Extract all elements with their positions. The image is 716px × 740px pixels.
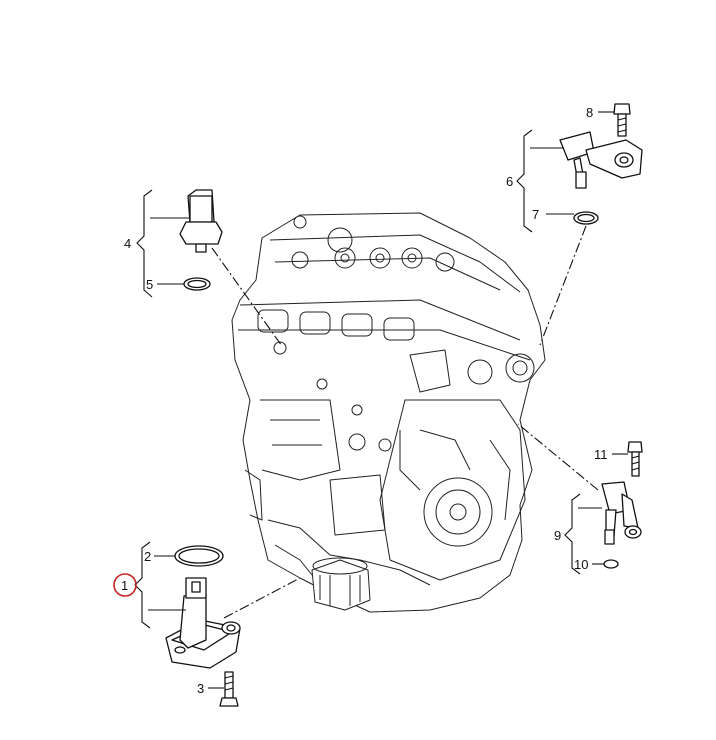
- callout-leaders: [134, 111, 628, 689]
- callout-11[interactable]: 11: [594, 447, 608, 462]
- bolt-part-8[interactable]: [613, 103, 631, 137]
- seal-ring-part-10[interactable]: [603, 559, 619, 569]
- callout-labels: 1 2 3 4 5 6 7 8 9 10 11: [121, 105, 608, 696]
- callout-5[interactable]: 5: [146, 277, 153, 292]
- engine-block: [231, 212, 546, 613]
- callout-4[interactable]: 4: [124, 236, 131, 251]
- bolt-part-3[interactable]: [219, 671, 239, 707]
- oil-pressure-switch[interactable]: [179, 189, 223, 253]
- highlight-circle: [113, 573, 137, 597]
- camshaft-sensor-lower[interactable]: [601, 481, 642, 545]
- callout-10[interactable]: 10: [574, 557, 588, 572]
- callout-8[interactable]: 8: [586, 105, 593, 120]
- connector-lines: [211, 225, 599, 619]
- camshaft-sensor-top[interactable]: [559, 131, 643, 189]
- callout-2[interactable]: 2: [144, 549, 151, 564]
- oil-level-sensor[interactable]: [165, 577, 241, 669]
- bolt-part-11[interactable]: [627, 441, 643, 477]
- callout-9[interactable]: 9: [554, 528, 561, 543]
- callout-7[interactable]: 7: [532, 207, 539, 222]
- callout-3[interactable]: 3: [197, 681, 204, 696]
- callout-6[interactable]: 6: [506, 174, 513, 189]
- callout-1[interactable]: 1: [121, 578, 128, 593]
